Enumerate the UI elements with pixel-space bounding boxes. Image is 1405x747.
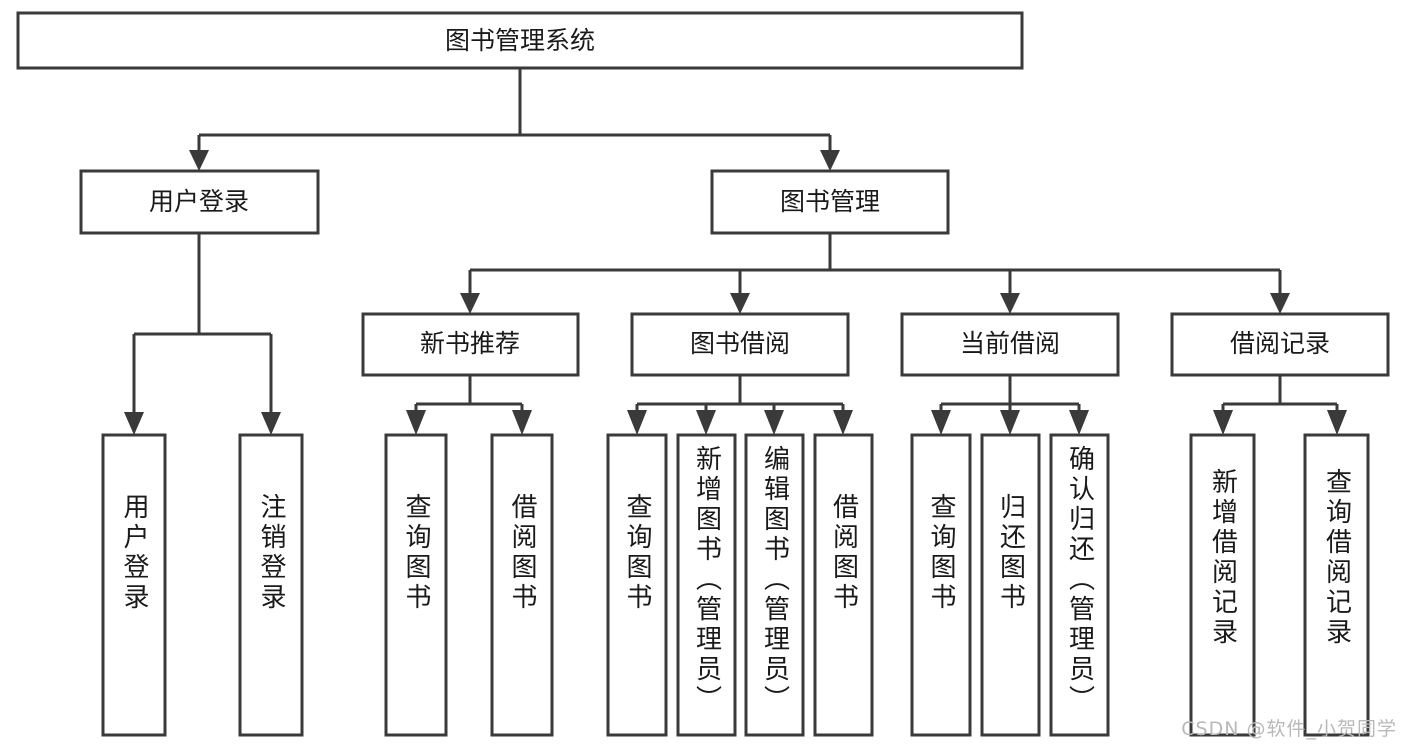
leaf-label-cb-confirm-return-text: 确认归还（管理员） (1064, 445, 1095, 715)
arrow-head-bb-leaf-2 (696, 410, 716, 435)
connectors-level2-to-level3 (460, 233, 1290, 314)
node-new-book-recommend[interactable]: 新书推荐 (361, 312, 580, 377)
leaf-box-nb-query-book[interactable] (384, 433, 448, 737)
leaf-label-nb-borrow-book: 借阅图书 (492, 493, 552, 733)
leaf-label-cb-query-book: 查询图书 (912, 493, 970, 733)
arrow-head-cb-leaf-2 (1000, 410, 1020, 435)
leaf-label-cb-return-book: 归还图书 (982, 493, 1039, 733)
arrow-head-cb-leaf-3 (1069, 410, 1089, 435)
arrow-head-book-borrow (730, 293, 750, 314)
node-user-login-box[interactable] (79, 169, 320, 235)
connectors-root-to-level2 (189, 68, 840, 171)
leaf-label-bb-query-book-text: 查询图书 (622, 493, 652, 613)
arrow-head-br-leaf-1 (1213, 410, 1233, 435)
leaf-label-bb-query-book: 查询图书 (608, 493, 666, 733)
arrow-head-current-borrow (1000, 293, 1020, 314)
node-current-borrow[interactable]: 当前借阅 (900, 312, 1120, 377)
arrow-head-bb-leaf-3 (764, 410, 784, 435)
connectors-new-book-to-leaves (406, 375, 532, 435)
leaf-label-bb-borrow-book-text: 借阅图书 (828, 493, 859, 613)
node-new-book-recommend-box[interactable] (361, 312, 580, 377)
leaf-boxes (101, 433, 1370, 737)
arrow-head-nb-leaf-2 (512, 410, 532, 435)
node-borrow-record[interactable]: 借阅记录 (1170, 312, 1390, 377)
leaf-box-user-login[interactable] (101, 433, 167, 737)
arrow-head-leaf-user-login (124, 412, 144, 435)
node-new-book-recommend-label: 新书推荐 (420, 329, 520, 358)
leaf-label-bb-add-book-text: 新增图书（管理员） (691, 445, 722, 715)
leaf-label-br-query-record-text: 查询借阅记录 (1321, 468, 1352, 648)
leaf-label-logout: 注销登录 (240, 493, 302, 733)
leaf-box-bb-borrow-book[interactable] (813, 433, 874, 737)
node-book-manage-label: 图书管理 (780, 187, 880, 216)
connectors-user-login-to-leaves (124, 233, 281, 435)
node-book-borrow-label: 图书借阅 (690, 329, 790, 358)
arrow-head-bb-leaf-4 (833, 410, 853, 435)
connectors-borrow-record-to-leaves (1213, 375, 1347, 435)
leaf-label-nb-query-book-text: 查询图书 (401, 493, 431, 613)
leaf-label-user-login-text: 用户登录 (119, 493, 149, 613)
leaf-box-br-add-record[interactable] (1189, 433, 1256, 737)
connectors-book-borrow-to-leaves (627, 375, 853, 435)
leaf-label-bb-edit-book-text: 编辑图书（管理员） (759, 445, 790, 715)
arrow-head-cb-leaf-1 (931, 410, 951, 435)
arrow-head-borrow-record (1270, 293, 1290, 314)
leaf-label-cb-query-book-text: 查询图书 (926, 493, 956, 613)
leaf-label-br-query-record: 查询借阅记录 (1305, 468, 1368, 733)
arrow-head-bb-leaf-1 (627, 410, 647, 435)
leaf-label-logout-text: 注销登录 (256, 493, 286, 613)
node-current-borrow-label: 当前借阅 (960, 329, 1060, 358)
node-user-login-label: 用户登录 (149, 187, 249, 216)
node-current-borrow-box[interactable] (900, 312, 1120, 377)
leaf-box-cb-confirm-return[interactable] (1049, 433, 1110, 737)
leaf-label-nb-borrow-book-text: 借阅图书 (507, 493, 537, 613)
node-book-borrow[interactable]: 图书借阅 (630, 312, 850, 377)
arrow-head-new-book (460, 293, 480, 314)
leaf-label-bb-add-book: 新增图书（管理员） (678, 445, 735, 733)
connectors-current-borrow-to-leaves (931, 375, 1089, 435)
leaf-box-cb-return-book[interactable] (980, 433, 1041, 737)
leaf-box-bb-query-book[interactable] (606, 433, 668, 737)
leaf-label-cb-confirm-return: 确认归还（管理员） (1051, 445, 1108, 733)
leaf-box-cb-query-book[interactable] (910, 433, 972, 737)
arrow-head-leaf-logout (261, 412, 281, 435)
node-book-manage-box[interactable] (710, 169, 950, 235)
leaf-box-logout[interactable] (238, 433, 304, 737)
node-book-borrow-box[interactable] (630, 312, 850, 377)
arrow-head-nb-leaf-1 (406, 410, 426, 435)
node-borrow-record-label: 借阅记录 (1230, 329, 1330, 358)
leaf-label-bb-edit-book: 编辑图书（管理员） (746, 445, 803, 733)
leaf-box-bb-edit-book[interactable] (744, 433, 805, 737)
node-root-box[interactable] (16, 11, 1024, 70)
leaf-label-bb-borrow-book: 借阅图书 (815, 493, 872, 733)
arrow-head-book-manage (820, 150, 840, 171)
node-root-label: 图书管理系统 (445, 26, 595, 55)
leaf-label-cb-return-book-text: 归还图书 (995, 493, 1026, 613)
leaf-label-user-login: 用户登录 (103, 493, 165, 733)
node-root[interactable]: 图书管理系统 (16, 11, 1024, 70)
leaf-label-nb-query-book: 查询图书 (386, 493, 446, 733)
leaf-box-br-query-record[interactable] (1303, 433, 1370, 737)
node-user-login[interactable]: 用户登录 (79, 169, 320, 235)
leaf-box-bb-add-book[interactable] (676, 433, 737, 737)
leaf-label-br-add-record: 新增借阅记录 (1191, 468, 1254, 733)
arrow-head-br-leaf-2 (1327, 410, 1347, 435)
leaf-box-nb-borrow-book[interactable] (490, 433, 554, 737)
leaf-label-br-add-record-text: 新增借阅记录 (1207, 468, 1238, 648)
node-borrow-record-box[interactable] (1170, 312, 1390, 377)
node-book-manage[interactable]: 图书管理 (710, 169, 950, 235)
arrow-head-user-login (189, 150, 209, 171)
